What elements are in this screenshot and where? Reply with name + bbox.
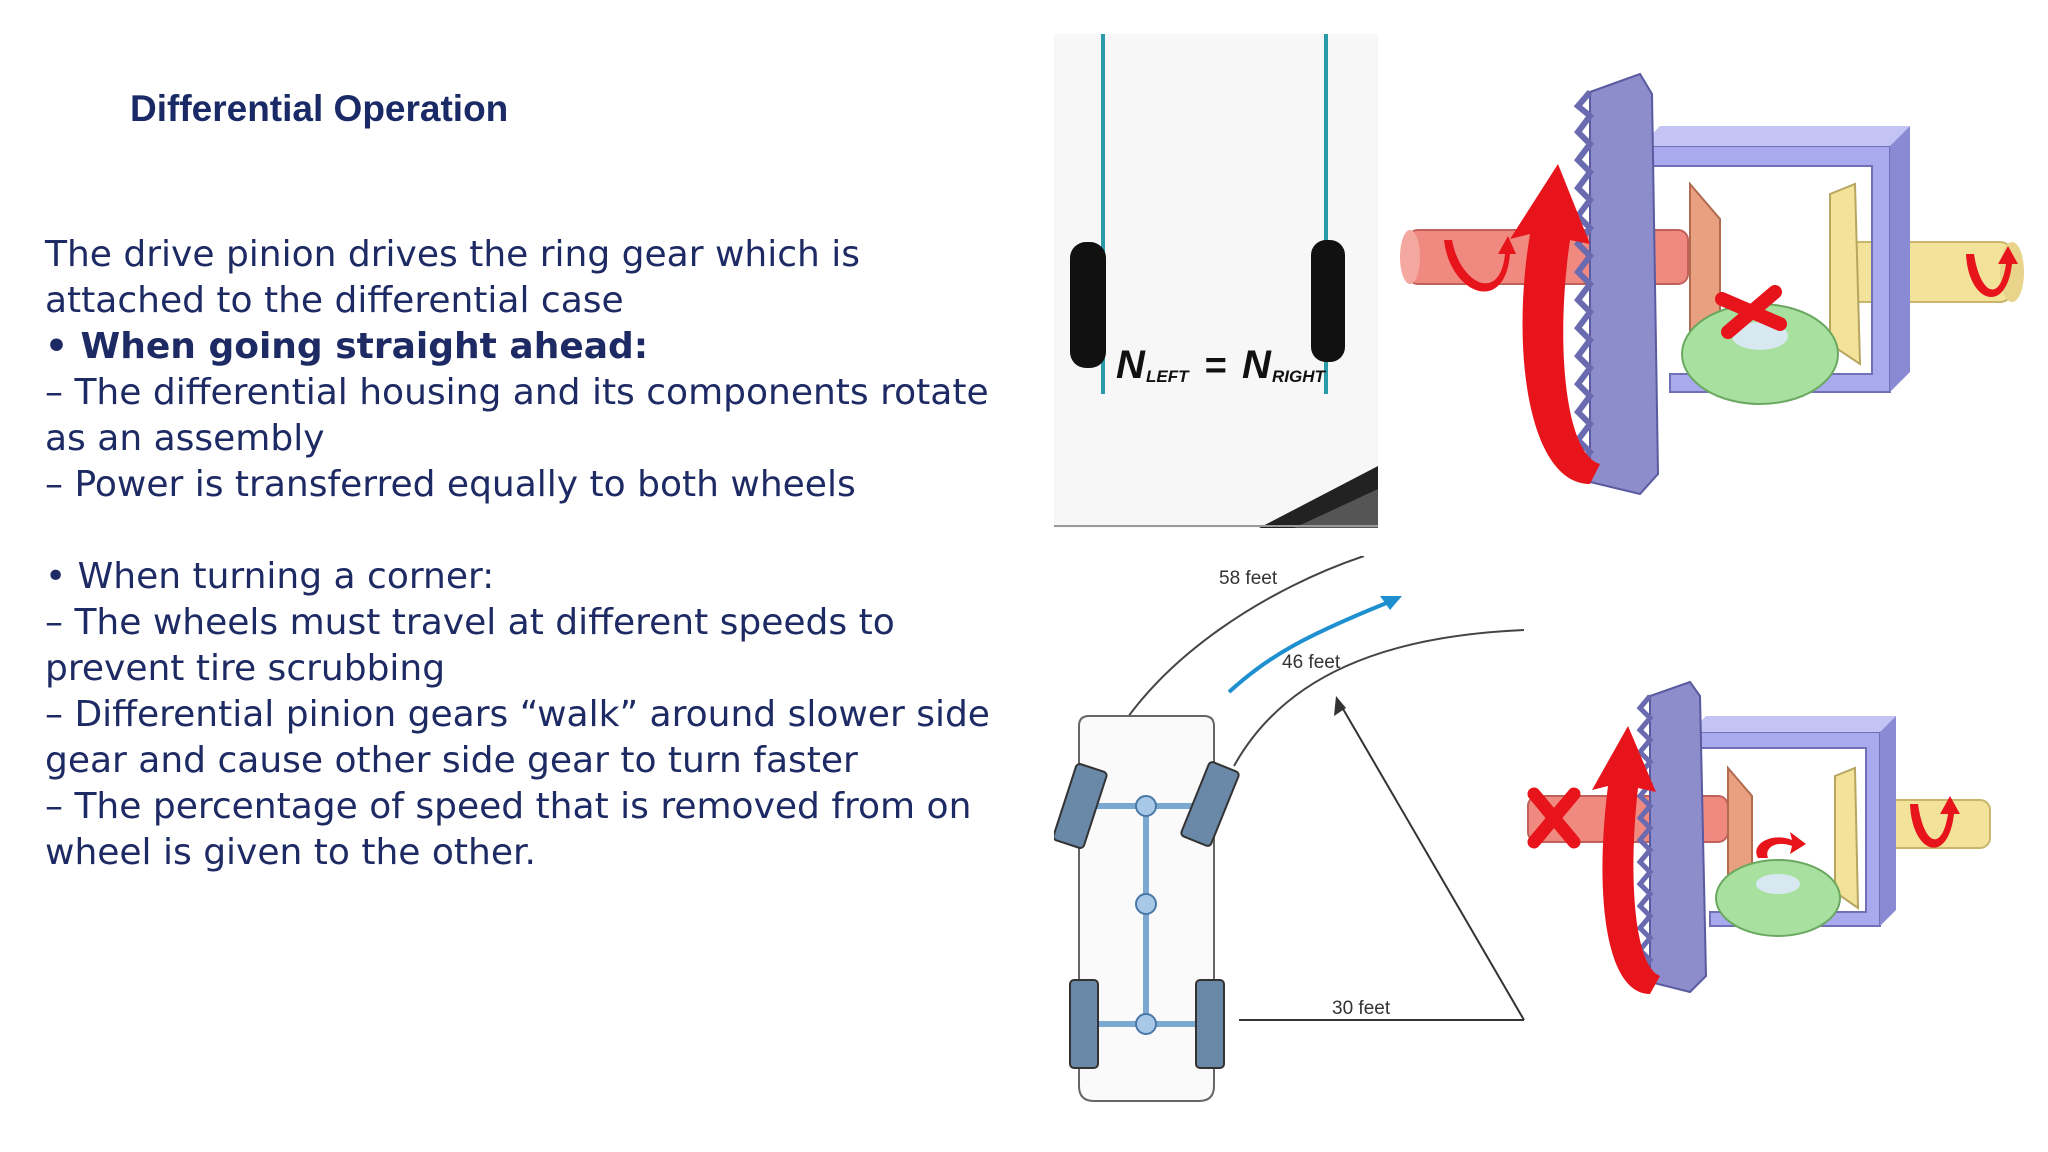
- rotation-arrow-icon: [1756, 832, 1806, 858]
- paragraph-line: The drive pinion drives the ring gear wh…: [45, 234, 861, 275]
- rotation-arrow-icon: [1966, 246, 2018, 298]
- front-left-wheel: [1054, 763, 1108, 849]
- front-right-wheel: [1180, 761, 1240, 847]
- right-wheel: [1311, 240, 1345, 362]
- motion-arrow-icon: [1227, 598, 1395, 694]
- radius-label: 30 feet: [1332, 998, 1391, 1019]
- inner-distance-label: 46 feet: [1282, 652, 1341, 673]
- bullet-heading-straight: • When going straight ahead:: [45, 326, 649, 367]
- bullet-line: wheel is given to the other.: [45, 832, 536, 873]
- turning-car-figure: 58 feet 46 feet 30 feet: [1054, 556, 1534, 1116]
- svg-text:N: N: [1116, 343, 1146, 387]
- ring-gear: [1649, 680, 1708, 994]
- rear-left-wheel: [1069, 979, 1099, 1069]
- slide-title: Differential Operation: [130, 88, 509, 129]
- rotation-arrow-icon: [1510, 164, 1600, 484]
- svg-text:=: =: [1204, 345, 1226, 387]
- red-x-icon: [1715, 285, 1787, 339]
- straight-wheels-figure: N LEFT = N RIGHT: [1054, 34, 1378, 528]
- bullet-line: prevent tire scrubbing: [45, 648, 446, 689]
- bullet-line: – The differential housing and its compo…: [45, 372, 989, 413]
- svg-text:RIGHT: RIGHT: [1272, 367, 1327, 386]
- right-side-gear: [1829, 182, 1862, 366]
- rear-right-wheel: [1195, 979, 1225, 1069]
- bullet-line: – Power is transferred equally to both w…: [45, 464, 856, 505]
- bullet-line: – The percentage of speed that is remove…: [45, 786, 972, 827]
- inner-arc: [1233, 629, 1525, 767]
- differential-turning-figure: [1510, 676, 2000, 1006]
- ring-gear: [1589, 72, 1660, 496]
- body-text: The drive pinion drives the ring gear wh…: [45, 232, 1025, 876]
- bullet-line: gear and cause other side gear to turn f…: [45, 740, 858, 781]
- bullet-heading-turning: • When turning a corner:: [45, 556, 495, 597]
- rotation-arrow-icon: [1444, 236, 1516, 292]
- outer-distance-label: 58 feet: [1219, 568, 1278, 589]
- right-side-gear: [1834, 766, 1860, 910]
- radius-line: [1338, 701, 1525, 1021]
- svg-text:LEFT: LEFT: [1146, 367, 1190, 386]
- left-wheel: [1070, 242, 1106, 368]
- red-x-icon: [1527, 787, 1581, 849]
- speed-equation: N LEFT = N RIGHT: [1116, 343, 1327, 387]
- rotation-arrow-icon: [1592, 726, 1660, 994]
- paragraph-line: attached to the differential case: [45, 280, 624, 321]
- pinion-gear: [1715, 859, 1841, 937]
- bullet-line: as an assembly: [45, 418, 325, 459]
- differential-straight-figure: [1390, 54, 2040, 514]
- rotation-arrow-icon: [1910, 796, 1960, 848]
- svg-text:N: N: [1242, 343, 1272, 387]
- bullet-line: – The wheels must travel at different sp…: [45, 602, 895, 643]
- bullet-line: – Differential pinion gears “walk” aroun…: [45, 694, 990, 735]
